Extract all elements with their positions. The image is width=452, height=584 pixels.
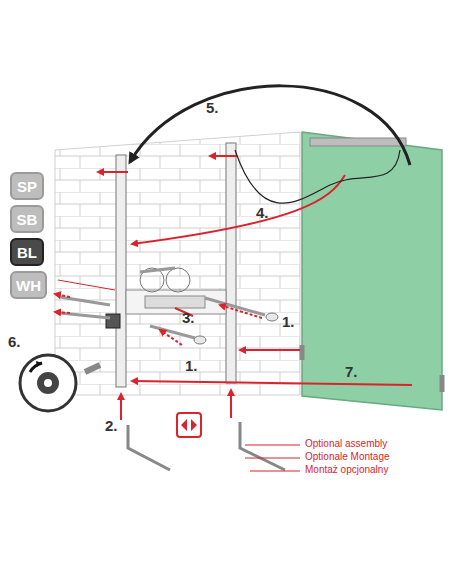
brick-wall [55, 132, 300, 395]
callout-number: 4. [256, 205, 269, 222]
move-arrow [130, 86, 410, 165]
glass-panel [302, 132, 442, 410]
optional-icon [177, 413, 201, 437]
badge-text: BL [17, 245, 37, 260]
red-arrows [55, 156, 412, 385]
note-text: Optional assembly [305, 438, 387, 449]
optional-legs [128, 422, 285, 470]
callout-number: 6. [8, 334, 21, 351]
callout-number: 1. [185, 358, 198, 375]
wire [235, 150, 400, 203]
product-badge: SB [10, 205, 44, 233]
screws [60, 268, 278, 344]
mounting-frame [106, 143, 236, 387]
product-badge: BL [10, 238, 44, 266]
callout-number: 7. [345, 364, 358, 381]
leader-lines [245, 445, 300, 471]
note-text: Montaż opcjonalny [305, 464, 388, 475]
callout-number: 1. [282, 314, 295, 331]
badge-text: SP [17, 179, 37, 194]
badge-text: SB [17, 212, 38, 227]
badge-text: WH [16, 278, 41, 293]
note-text: Optionale Montage [305, 451, 390, 462]
lift-arrows [121, 390, 231, 420]
product-badge: SP [10, 172, 44, 200]
magnifier [20, 355, 76, 411]
callout-number: 5. [206, 100, 219, 117]
product-badge: WH [10, 271, 47, 299]
callout-number: 2. [105, 418, 118, 435]
callout-number: 3. [182, 310, 195, 327]
